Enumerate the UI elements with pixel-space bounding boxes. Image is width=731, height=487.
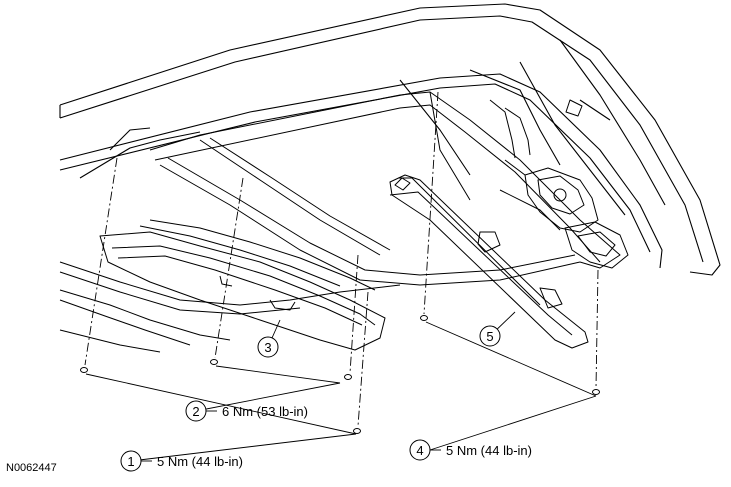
- callout-3: 3: [257, 336, 279, 358]
- callout-number: 1: [127, 454, 134, 469]
- drain-tube-assembly: [389, 174, 589, 349]
- fastener-icon: [353, 428, 361, 434]
- fastener-icon: [592, 389, 600, 395]
- callout-number: 4: [416, 443, 423, 458]
- motor-drive-unit: [489, 99, 629, 269]
- torque-label: 5 Nm (44 lb-in): [157, 454, 243, 469]
- callout-number: 5: [486, 329, 493, 344]
- callout-number: 3: [264, 340, 271, 355]
- fasteners: [80, 315, 600, 434]
- torque-label: 6 Nm (53 lb-in): [222, 404, 308, 419]
- leader-lines: [85, 311, 597, 462]
- callout-1: 1 5 Nm (44 lb-in): [120, 450, 243, 472]
- callout-2: 2 6 Nm (53 lb-in): [185, 400, 308, 422]
- roof-panel: [59, 3, 721, 276]
- fastener-icon: [420, 315, 428, 321]
- callout-number: 2: [192, 404, 199, 419]
- callout-5: 5: [479, 325, 501, 347]
- sunroof-frame: [59, 91, 621, 353]
- callout-4: 4 5 Nm (44 lb-in): [409, 439, 532, 461]
- fastener-icon: [80, 367, 88, 373]
- figure-id: N0062447: [6, 462, 57, 474]
- torque-label: 5 Nm (44 lb-in): [446, 443, 532, 458]
- fastener-icon: [210, 359, 218, 365]
- side-rail: [99, 219, 386, 351]
- fastener-icon: [344, 374, 352, 380]
- alignment-lines: [84, 91, 599, 427]
